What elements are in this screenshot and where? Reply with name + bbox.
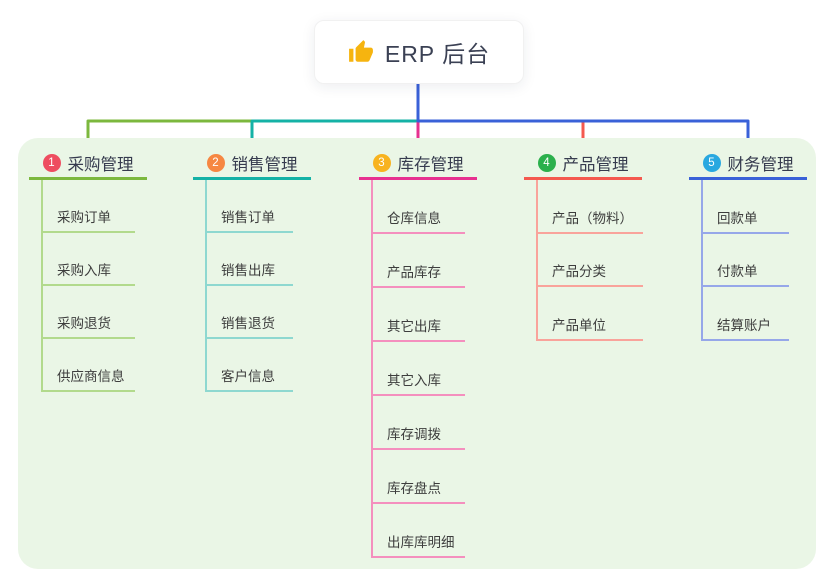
child-node[interactable]: 销售出库 (207, 233, 293, 286)
child-node-label: 客户信息 (221, 369, 275, 384)
child-node[interactable]: 库存盘点 (373, 450, 465, 504)
child-node[interactable]: 供应商信息 (43, 339, 135, 392)
branch-children-1: 采购订单采购入库采购退货供应商信息 (41, 180, 135, 392)
child-node-label: 出库库明细 (387, 535, 455, 550)
branch-column-4: 4 产品管理产品（物料） 产品分类产品单位 (524, 149, 643, 341)
child-node-label: 采购订单 (57, 210, 111, 225)
child-node-label: 仓库信息 (387, 211, 441, 226)
branch-children-4: 产品（物料） 产品分类产品单位 (536, 180, 643, 341)
branch-column-3: 3 库存管理仓库信息产品库存其它出库其它入库库存调拨库存盘点出库库明细 (359, 149, 477, 558)
branch-title: 财务管理 (727, 156, 794, 174)
branch-title: 销售管理 (231, 156, 298, 174)
branch-children-2: 销售订单销售出库销售退货客户信息 (205, 180, 293, 392)
child-node-label: 产品（物料） (552, 210, 633, 226)
child-node-label: 付款单 (717, 264, 758, 279)
mindmap-panel (18, 138, 816, 569)
child-node-label: 供应商信息 (57, 369, 125, 384)
connector-line-1 (86, 84, 420, 143)
child-node[interactable]: 产品（物料） (538, 180, 643, 234)
child-node-label: 产品库存 (387, 265, 441, 280)
child-node[interactable]: 产品分类 (538, 234, 643, 287)
child-node[interactable]: 客户信息 (207, 339, 293, 392)
branch-number-badge: 4 (537, 154, 556, 172)
branch-children-5: 回款单付款单结算账户 (701, 180, 789, 341)
child-node-label: 销售订单 (221, 210, 275, 225)
child-node-label: 其它入库 (387, 373, 441, 388)
child-node[interactable]: 仓库信息 (373, 180, 465, 234)
branch-column-2: 2 销售管理销售订单销售出库销售退货客户信息 (193, 149, 311, 392)
branch-title: 采购管理 (67, 156, 134, 174)
root-node[interactable]: ERP 后台 (314, 20, 524, 84)
child-node[interactable]: 产品库存 (373, 234, 465, 288)
child-node[interactable]: 采购退货 (43, 286, 135, 339)
branch-header-3[interactable]: 3 库存管理 (359, 149, 477, 180)
child-node[interactable]: 其它出库 (373, 288, 465, 342)
branch-header-1[interactable]: 1 采购管理 (29, 149, 147, 180)
branch-header-2[interactable]: 2 销售管理 (193, 149, 311, 180)
child-node-label: 产品分类 (552, 264, 606, 279)
child-node-label: 产品单位 (552, 317, 606, 333)
thumbs-up-icon (348, 40, 373, 62)
child-node[interactable]: 销售订单 (207, 180, 293, 233)
child-node-label: 销售出库 (221, 263, 275, 278)
child-node[interactable]: 采购入库 (43, 233, 135, 286)
child-node-label: 采购退货 (57, 316, 111, 331)
child-node[interactable]: 销售退货 (207, 286, 293, 339)
branch-header-4[interactable]: 4 产品管理 (524, 149, 642, 180)
branch-column-5: 5 财务管理回款单付款单结算账户 (689, 149, 807, 341)
child-node-label: 其它出库 (387, 319, 441, 334)
child-node[interactable]: 结算账户 (703, 287, 789, 341)
child-node-label: 库存调拨 (387, 427, 441, 442)
branch-header-5[interactable]: 5 财务管理 (689, 149, 807, 180)
connector-line-2 (250, 84, 420, 143)
child-node[interactable]: 其它入库 (373, 342, 465, 396)
child-node-label: 销售退货 (221, 316, 275, 331)
child-node-label: 库存盘点 (387, 481, 441, 496)
connector-line-5 (416, 84, 750, 143)
child-node[interactable]: 产品单位 (538, 287, 643, 341)
branch-number-badge: 2 (206, 154, 225, 172)
branch-number-badge: 1 (42, 154, 61, 172)
branch-title: 产品管理 (562, 156, 629, 174)
branch-number-badge: 5 (702, 154, 721, 172)
branch-column-1: 1 采购管理采购订单采购入库采购退货供应商信息 (29, 149, 147, 392)
child-node-label: 结算账户 (717, 317, 771, 333)
branch-number-badge: 3 (372, 154, 391, 172)
connector-line-4 (416, 84, 585, 143)
branch-children-3: 仓库信息产品库存其它出库其它入库库存调拨库存盘点出库库明细 (371, 180, 465, 558)
child-node-label: 采购入库 (57, 263, 111, 278)
child-node[interactable]: 采购订单 (43, 180, 135, 233)
branch-title: 库存管理 (397, 156, 464, 174)
child-node[interactable]: 付款单 (703, 234, 789, 287)
child-node-label: 回款单 (717, 210, 758, 226)
child-node[interactable]: 出库库明细 (373, 504, 465, 558)
child-node[interactable]: 回款单 (703, 180, 789, 234)
child-node[interactable]: 库存调拨 (373, 396, 465, 450)
root-node-title: ERP 后台 (384, 41, 491, 67)
